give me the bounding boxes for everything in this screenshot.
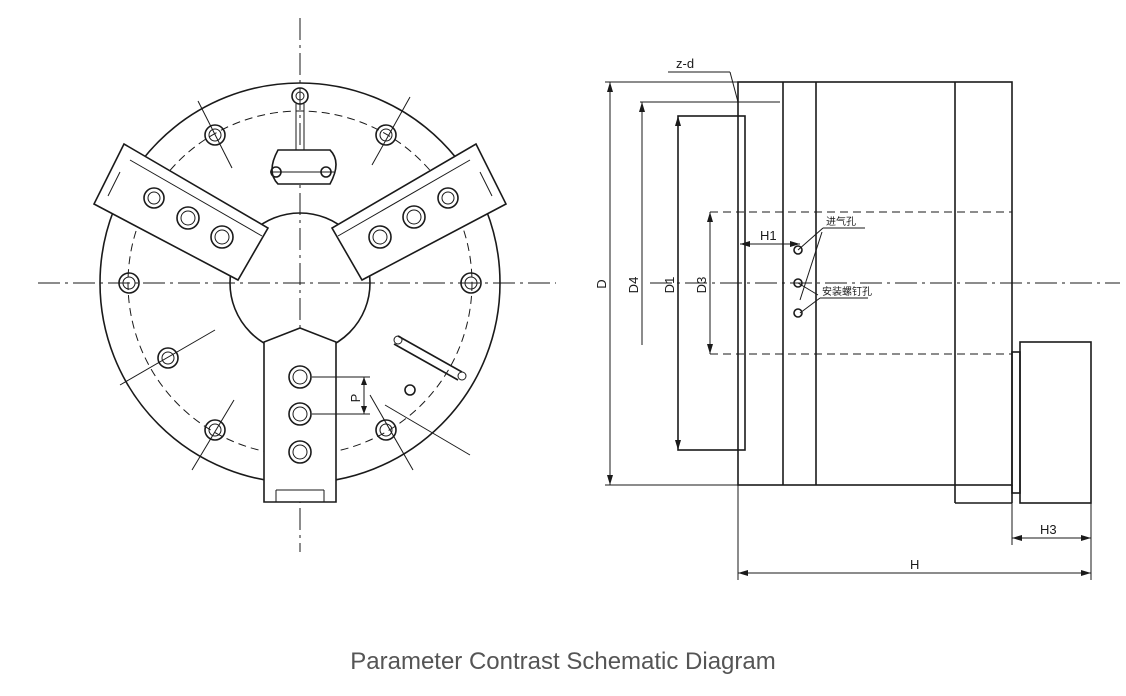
jaw-bottom: [263, 327, 337, 503]
label-D: D: [594, 279, 609, 288]
bolt-holes: [118, 124, 482, 441]
jaw-upper-right: [330, 142, 508, 282]
label-D4: D4: [626, 277, 641, 294]
label-air-inlet: 进气孔: [826, 215, 856, 228]
jaw-upper-left: [92, 142, 270, 282]
label-H3: H3: [1040, 522, 1057, 537]
dimension-P: [312, 376, 370, 415]
rear-boss: [1019, 341, 1092, 504]
radial-ticks: [119, 96, 471, 471]
label-z-d: z-d: [676, 56, 694, 71]
diagram-caption: Parameter Contrast Schematic Diagram: [350, 648, 776, 675]
label-D3: D3: [694, 277, 709, 294]
bolt-pitch-circle: [127, 110, 473, 456]
schematic-drawing: P: [38, 18, 1120, 580]
diagonal-slot: [393, 335, 467, 381]
label-H: H: [910, 557, 919, 572]
label-P: P: [348, 394, 363, 403]
front-view: P: [38, 18, 556, 552]
label-D1: D1: [662, 277, 677, 294]
label-mount-screw: 安装螺钉孔: [822, 285, 872, 298]
label-H1: H1: [760, 228, 777, 243]
side-view: [605, 71, 1120, 580]
top-fitting: [270, 87, 337, 185]
